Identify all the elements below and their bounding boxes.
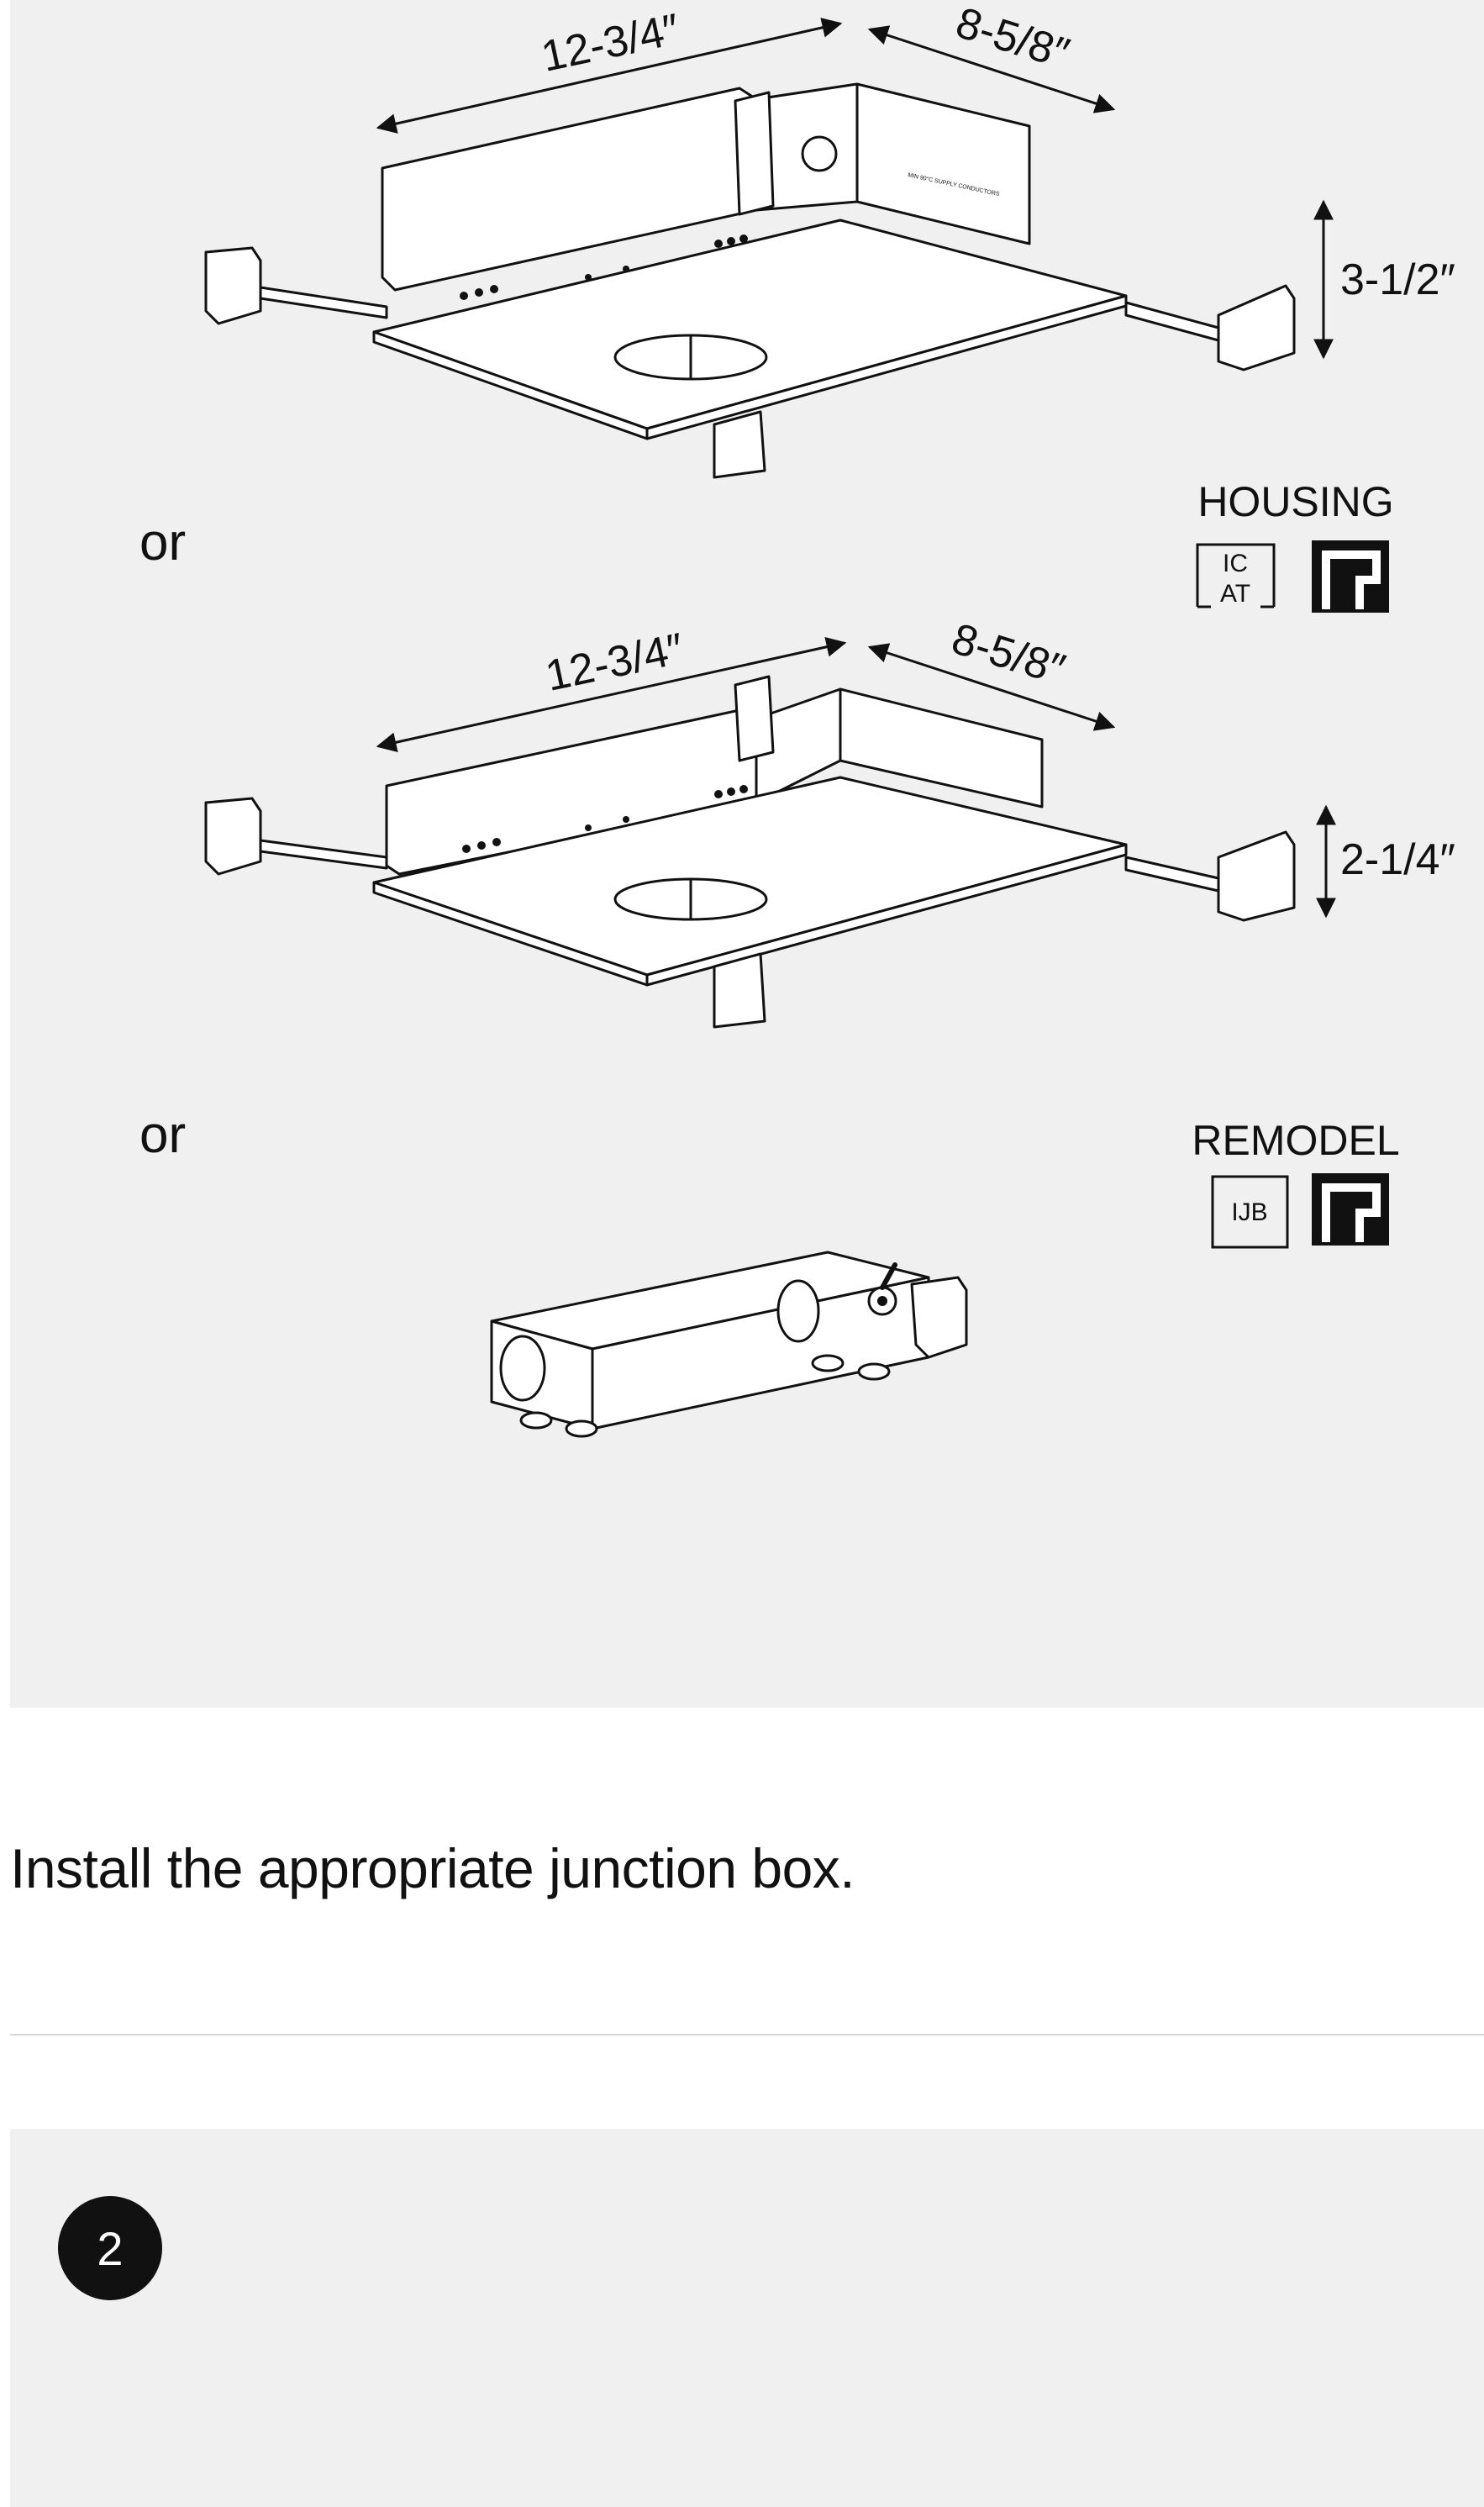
remodel-junction-box-illustration <box>490 1251 968 1430</box>
separator-or-1: or <box>139 514 187 571</box>
housing-brand-logo-icon <box>1312 540 1389 613</box>
housing-badge-title: HOUSING <box>1197 478 1394 525</box>
new-construction-housing-illustration <box>204 82 1296 479</box>
remodel-badge-title: REMODEL <box>1192 1117 1400 1164</box>
housing2-height-label: 2-1/4″ <box>1340 835 1455 884</box>
step-number-badge: 2 <box>58 2196 162 2300</box>
housing1-width-label: 8-5/8″ <box>950 0 1075 78</box>
housing1-length-label: 12-3/4″ <box>537 5 683 82</box>
junction-box-diagrams: MIN 90°C SUPPLY CONDUCTORS 12-3/4″ 8-5/8… <box>204 0 1455 1438</box>
instruction-text: Install the appropriate junction box. <box>10 1837 855 1899</box>
ic-at-rating-icon: IC AT <box>1196 543 1276 608</box>
housing2-width-label: 8-5/8″ <box>946 614 1071 695</box>
svg-text:IC: IC <box>1223 550 1248 577</box>
housing2-length-label: 12-3/4″ <box>541 624 687 701</box>
remodel-brand-logo-icon <box>1312 1173 1389 1246</box>
ijb-rating-icon: IJB <box>1211 1175 1289 1249</box>
housing1-height-label: 3-1/2″ <box>1340 255 1455 304</box>
svg-text:AT: AT <box>1220 580 1250 608</box>
svg-text:IJB: IJB <box>1231 1198 1267 1226</box>
shallow-housing-illustration <box>204 675 1296 1029</box>
separator-or-2: or <box>139 1106 187 1164</box>
section-divider <box>10 2034 1484 2036</box>
next-step-panel <box>10 2129 1484 2507</box>
